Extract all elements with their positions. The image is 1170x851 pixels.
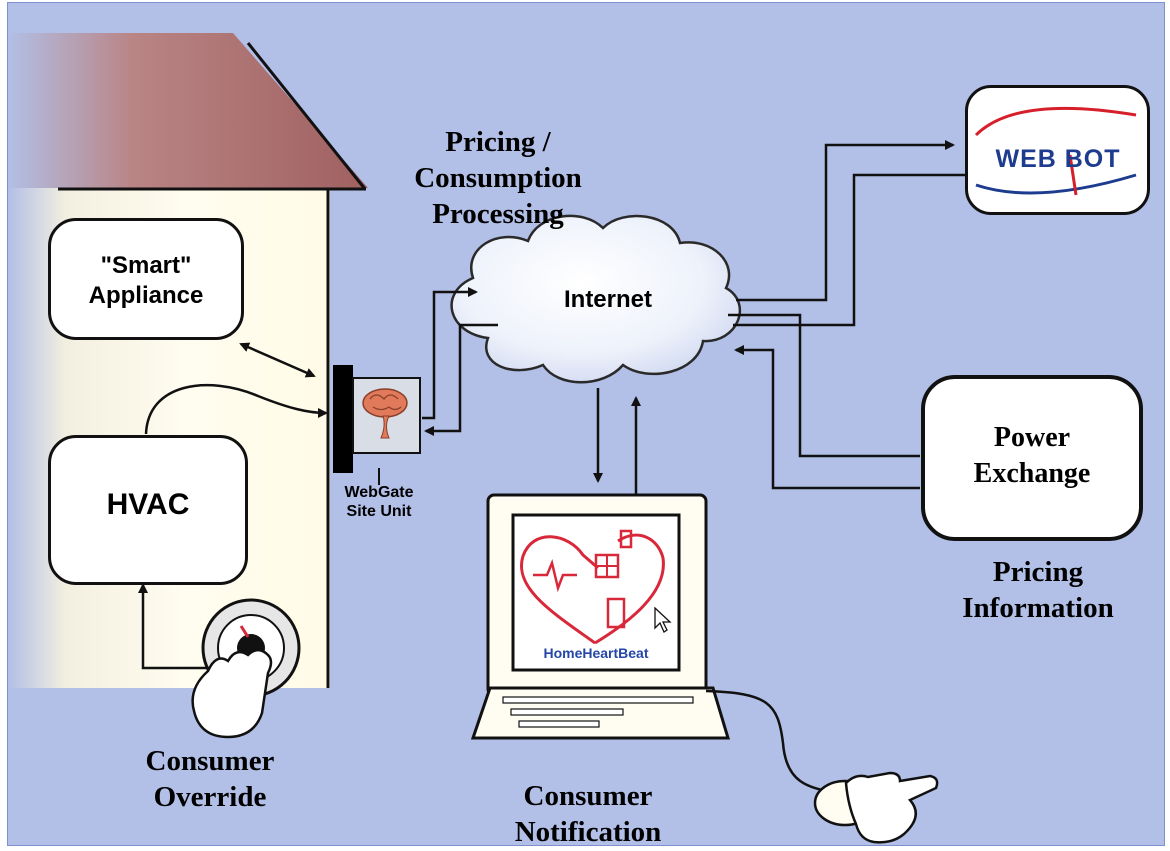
hand-icon bbox=[844, 771, 939, 844]
diagram-frame: "Smart" Appliance HVAC WEB BOT Power Exc… bbox=[7, 2, 1165, 846]
internet-to-webgate-arrow bbox=[424, 323, 498, 436]
keyboard-icon bbox=[502, 696, 694, 728]
webbot-to-internet-line bbox=[733, 173, 966, 327]
override-arrow bbox=[138, 583, 213, 670]
power-exchange-box bbox=[921, 375, 1143, 541]
hvac-label: HVAC bbox=[106, 488, 190, 521]
webgate-label: WebGate Site Unit bbox=[344, 484, 414, 520]
internet-label: Internet bbox=[563, 286, 652, 313]
cloud-icon bbox=[450, 214, 742, 384]
pricing-information-label: Pricing Information bbox=[962, 556, 1114, 624]
homeheartbeat-logo-text: HomeHeartBeat bbox=[543, 645, 649, 661]
exchange-to-internet-arrow bbox=[734, 345, 920, 490]
internet-to-webbot-arrow bbox=[736, 140, 955, 302]
override-hand-icon bbox=[191, 648, 273, 739]
consumer-notification-label: Consumer Notification bbox=[514, 780, 662, 846]
webgate-unit bbox=[333, 365, 421, 485]
consumer-override-label: Consumer Override bbox=[145, 745, 275, 813]
appliance-link-arrow bbox=[239, 342, 316, 378]
power-exchange-label: Power Exchange bbox=[973, 422, 1091, 489]
hvac-link-arrow bbox=[144, 384, 328, 435]
hvac-box bbox=[48, 435, 248, 585]
pricing-consumption-label: Pricing / Consumption Processing bbox=[414, 126, 582, 230]
brain-icon bbox=[362, 388, 408, 439]
mouse-cable bbox=[705, 689, 839, 795]
smart-appliance-box bbox=[48, 218, 244, 340]
cursor-icon bbox=[654, 606, 672, 633]
house-icon bbox=[8, 33, 368, 688]
webbot-logo-text: WEB BOT bbox=[995, 145, 1121, 173]
exchange-to-internet-line bbox=[728, 313, 920, 458]
computer-icon bbox=[470, 493, 731, 740]
webgate-to-internet-arrow bbox=[422, 287, 478, 420]
smart-appliance-label: "Smart" Appliance bbox=[88, 252, 204, 309]
